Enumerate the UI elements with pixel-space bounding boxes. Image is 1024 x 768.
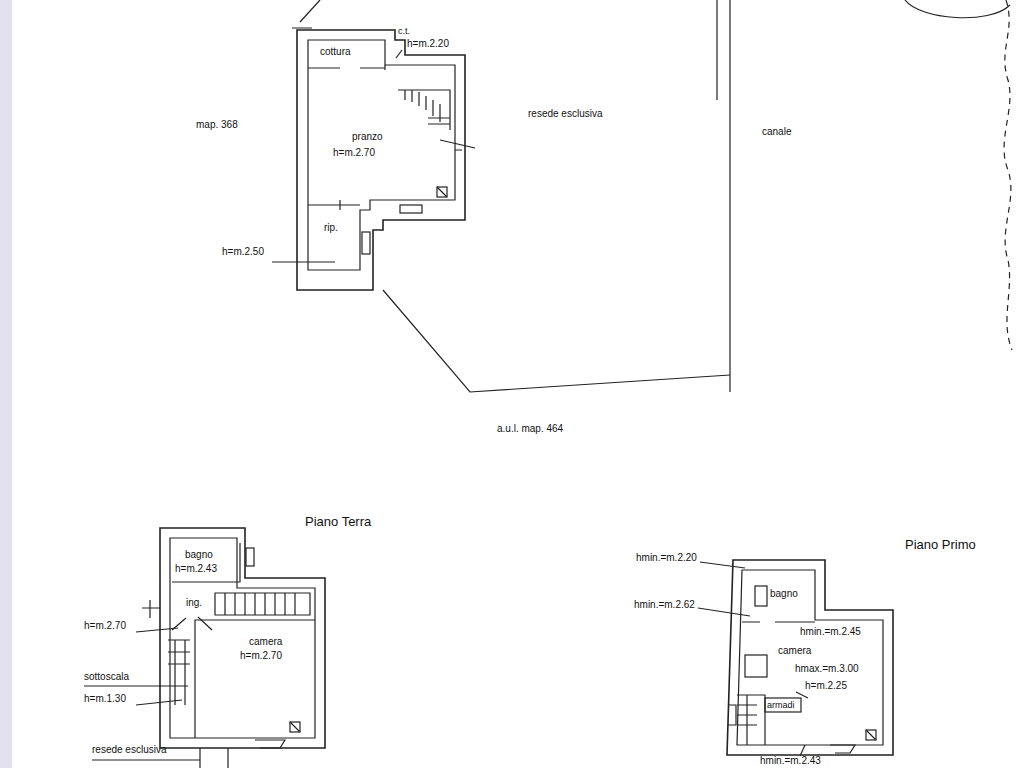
plan-label: sottoscala (84, 671, 129, 683)
floor-title: Piano Primo (905, 537, 976, 552)
plan-label: armadi (767, 700, 795, 710)
plan-label: bagno (770, 588, 798, 600)
plan-label: cottura (320, 46, 351, 58)
plan-label: h=m.2.20 (407, 38, 449, 50)
plan-label: h=m.2.50 (222, 246, 264, 258)
plan-label: h=m.1.30 (84, 693, 126, 705)
plan-label: h=m.2.70 (333, 147, 375, 159)
plan-label: resede esclusiva (92, 744, 166, 756)
plan-label: a.u.l. map. 464 (497, 423, 563, 435)
plan-label: map. 368 (196, 119, 238, 131)
plan-label: hmin.=m.2.62 (634, 599, 695, 611)
plan-label: h=m.2.70 (84, 620, 126, 632)
plan-label: rip. (324, 222, 338, 234)
plan-label: h=m.2.43 (175, 563, 217, 575)
plan-label: camera (778, 645, 811, 657)
plan-label: hmin.=m.2.43 (760, 755, 821, 767)
plan-label: pranzo (352, 131, 383, 143)
plan-label: canale (762, 126, 791, 138)
plan-label: hmin.=m.2.20 (636, 552, 697, 564)
plan-label: h=m.2.25 (805, 680, 847, 692)
plan-label: hmax.=m.3.00 (795, 663, 859, 675)
floor-title: Piano Terra (305, 514, 371, 529)
plan-label: camera (249, 636, 282, 648)
plan-label: c.t. (398, 26, 410, 36)
plan-label: resede esclusiva (528, 108, 602, 120)
plan-label: ing. (186, 597, 202, 609)
plan-label: h=m.2.70 (240, 650, 282, 662)
plan-label: bagno (185, 549, 213, 561)
plan-label: hmin.=m.2.45 (800, 626, 861, 638)
